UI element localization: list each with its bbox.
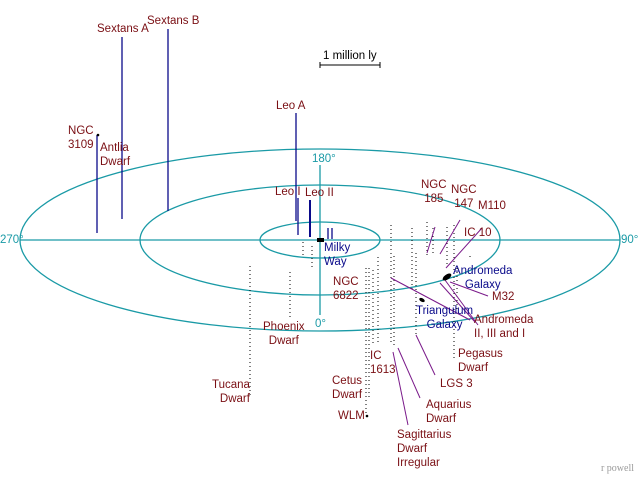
label-sextans-b: Sextans B (147, 15, 200, 27)
label-leo-a: Leo A (276, 100, 306, 112)
label-pegasus-dwarf: Pegasus Dwarf (458, 348, 503, 374)
author-credit: r powell (600, 463, 634, 474)
above-plane-lines (96, 29, 333, 239)
label-ngc-6822: NGC 6822 (333, 276, 359, 302)
label-ngc-147: NGC 147 (451, 184, 477, 210)
degree-0-label: 0° (315, 318, 326, 330)
label-milky-way: Milky Way (324, 242, 351, 268)
scale-bar-label: 1 million ly (323, 50, 377, 62)
wlm-dot (365, 414, 369, 418)
triangulum-marker (419, 297, 425, 303)
milky-way-marker (317, 238, 324, 242)
label-ngc-185: NGC 185 (421, 179, 447, 205)
label-antlia-dwarf: Antlia Dwarf (100, 142, 131, 168)
label-ic-1613: IC 1613 (370, 350, 396, 376)
label-phoenix-dwarf: Phoenix Dwarf (263, 321, 305, 347)
label-leo-i: Leo I (275, 186, 301, 198)
label-aquarius-dwarf: Aquarius Dwarf (426, 399, 472, 425)
label-andromeda-galaxy: Andromeda Galaxy (453, 265, 513, 291)
below-plane-lines (249, 222, 471, 416)
label-andromeda-ii-iii-i: Andromeda II, III and I (474, 314, 534, 340)
label-cetus-dwarf: Cetus Dwarf (332, 375, 363, 401)
label-m32: M32 (492, 291, 515, 303)
label-triangulum-galaxy: Triangulum Galaxy (416, 305, 474, 331)
label-lgs-3: LGS 3 (440, 378, 473, 390)
label-ic-10: IC 10 (464, 227, 492, 239)
label-ngc-3109: NGC 3109 (68, 125, 94, 151)
andromeda-marker (442, 273, 452, 281)
leader-lines (390, 219, 489, 426)
label-wlm: WLM (338, 410, 365, 422)
label-m110: M110 (478, 200, 506, 212)
degree-270-label: 270° (0, 234, 24, 246)
scale-bar (319, 62, 381, 68)
label-sextans-a: Sextans A (97, 23, 149, 35)
degree-90-label: 90° (621, 234, 639, 246)
degree-180-label: 180° (312, 153, 336, 165)
label-sagittarius-dwarf-irregular: Sagittarius Dwarf Irregular (397, 429, 452, 469)
ngc3109-dot (96, 133, 100, 137)
label-leo-ii: Leo II (305, 187, 334, 199)
label-tucana-dwarf: Tucana Dwarf (212, 379, 250, 405)
